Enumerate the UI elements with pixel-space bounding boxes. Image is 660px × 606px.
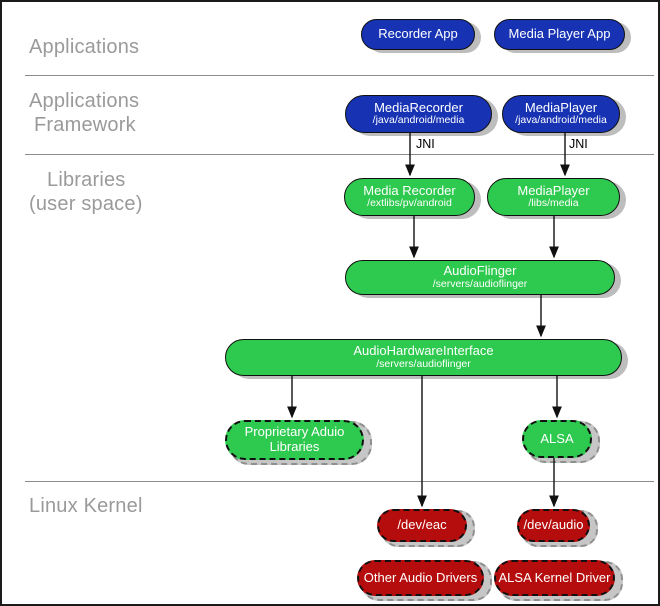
node-audiohardwareinterface: AudioHardwareInterface /servers/audiofli… bbox=[225, 339, 622, 376]
node-label: Media Player App bbox=[508, 26, 611, 42]
node-label: AudioHardwareInterface bbox=[353, 343, 494, 359]
layer-label-framework-line2: Framework bbox=[34, 114, 136, 136]
node-label: Proprietary Aduio bbox=[244, 424, 345, 440]
node-label: Other Audio Drivers bbox=[363, 569, 478, 585]
node-label: Recorder App bbox=[378, 26, 458, 42]
divider-applications-framework bbox=[25, 75, 654, 76]
node-alsa-kernel-driver: ALSA Kernel Driver bbox=[494, 560, 615, 596]
node-dev-audio: /dev/audio bbox=[517, 509, 590, 542]
node-sublabel: /servers/audioflinger bbox=[376, 357, 471, 370]
node-label: Media Recorder bbox=[363, 182, 456, 198]
node-media-recorder-lib: Media Recorder /extlibs/pv/android bbox=[344, 178, 475, 216]
node-dev-eac: /dev/eac bbox=[377, 509, 467, 542]
jni-label-left: JNI bbox=[416, 137, 435, 151]
node-sublabel: /java/android/media bbox=[372, 114, 465, 127]
divider-framework-libraries bbox=[25, 154, 654, 155]
node-label-line2: Libraries bbox=[269, 439, 320, 454]
divider-libraries-kernel bbox=[25, 481, 654, 482]
node-label: AudioFlinger bbox=[443, 263, 517, 279]
node-audioflinger: AudioFlinger /servers/audioflinger bbox=[345, 260, 615, 295]
node-label: MediaPlayer bbox=[524, 99, 598, 115]
node-mediaplayer-lib: MediaPlayer /libs/media bbox=[487, 178, 620, 216]
layer-label-applications: Applications bbox=[29, 36, 140, 58]
node-sublabel: /java/android/media bbox=[515, 114, 607, 127]
node-label: ALSA Kernel Driver bbox=[498, 569, 611, 585]
node-proprietary-audio-libraries: Proprietary Aduio Libraries bbox=[225, 420, 364, 460]
node-alsa: ALSA bbox=[522, 420, 592, 458]
node-sublabel: /extlibs/pv/android bbox=[367, 197, 452, 210]
node-label: /dev/eac bbox=[397, 517, 447, 533]
layer-label-linux-kernel: Linux Kernel bbox=[29, 495, 143, 517]
node-label: MediaRecorder bbox=[374, 99, 463, 115]
jni-label-right: JNI bbox=[569, 137, 588, 151]
node-media-player-app: Media Player App bbox=[494, 19, 625, 50]
node-other-audio-drivers: Other Audio Drivers bbox=[357, 560, 484, 596]
layer-label-libraries-line2: (user space) bbox=[29, 193, 143, 215]
node-recorder-app: Recorder App bbox=[361, 19, 475, 50]
node-label: ALSA bbox=[540, 430, 574, 446]
layer-label-framework-line1: Applications bbox=[29, 90, 140, 112]
node-mediaplayer-framework: MediaPlayer /java/android/media bbox=[502, 95, 620, 133]
node-sublabel: /servers/audioflinger bbox=[432, 277, 528, 290]
layer-label-libraries-line1: Libraries bbox=[47, 169, 126, 191]
node-sublabel: /libs/media bbox=[528, 197, 579, 210]
node-mediarecorder-framework: MediaRecorder /java/android/media bbox=[345, 95, 492, 133]
node-label: MediaPlayer bbox=[517, 182, 590, 198]
node-label: /dev/audio bbox=[523, 517, 584, 533]
